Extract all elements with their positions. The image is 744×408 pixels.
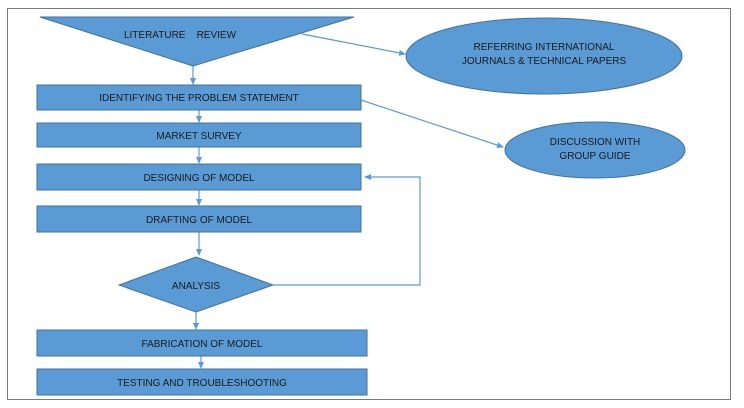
referring-line-1: REFERRING INTERNATIONAL bbox=[474, 42, 615, 53]
fabrication-label: FABRICATION OF MODEL bbox=[142, 339, 263, 350]
literature-review-label: LITERATURE REVIEW bbox=[124, 30, 237, 41]
node-drafting-model: DRAFTING OF MODEL bbox=[36, 205, 362, 233]
node-discussion: DISCUSSION WITH GROUP GUIDE bbox=[504, 121, 686, 179]
market-survey-label: MARKET SURVEY bbox=[156, 131, 242, 142]
discussion-line-2: GROUP GUIDE bbox=[560, 151, 631, 162]
connector-analysis-feedback-loop bbox=[273, 174, 421, 286]
connector-problem-to-discussion bbox=[360, 99, 504, 148]
node-referring-journals: REFERRING INTERNATIONAL JOURNALS & TECHN… bbox=[405, 17, 683, 95]
referring-line-2: JOURNALS & TECHNICAL PAPERS bbox=[462, 56, 627, 67]
drafting-label: DRAFTING OF MODEL bbox=[146, 215, 253, 226]
node-market-survey: MARKET SURVEY bbox=[36, 122, 362, 148]
discussion-line-1: DISCUSSION WITH bbox=[550, 137, 641, 148]
node-fabrication-model: FABRICATION OF MODEL bbox=[36, 329, 368, 357]
testing-label: TESTING AND TROUBLESHOOTING bbox=[117, 378, 287, 389]
node-analysis: ANALYSIS bbox=[117, 256, 275, 313]
node-testing: TESTING AND TROUBLESHOOTING bbox=[36, 368, 368, 396]
designing-label: DESIGNING OF MODEL bbox=[143, 173, 255, 184]
analysis-label: ANALYSIS bbox=[172, 281, 220, 292]
node-literature-review: LITERATURE REVIEW bbox=[39, 16, 355, 67]
node-problem-statement: IDENTIFYING THE PROBLEM STATEMENT bbox=[36, 84, 362, 111]
connectors bbox=[190, 33, 504, 369]
problem-statement-label: IDENTIFYING THE PROBLEM STATEMENT bbox=[99, 93, 298, 104]
node-designing-model: DESIGNING OF MODEL bbox=[36, 163, 362, 191]
connector-review-to-referring bbox=[301, 33, 406, 56]
